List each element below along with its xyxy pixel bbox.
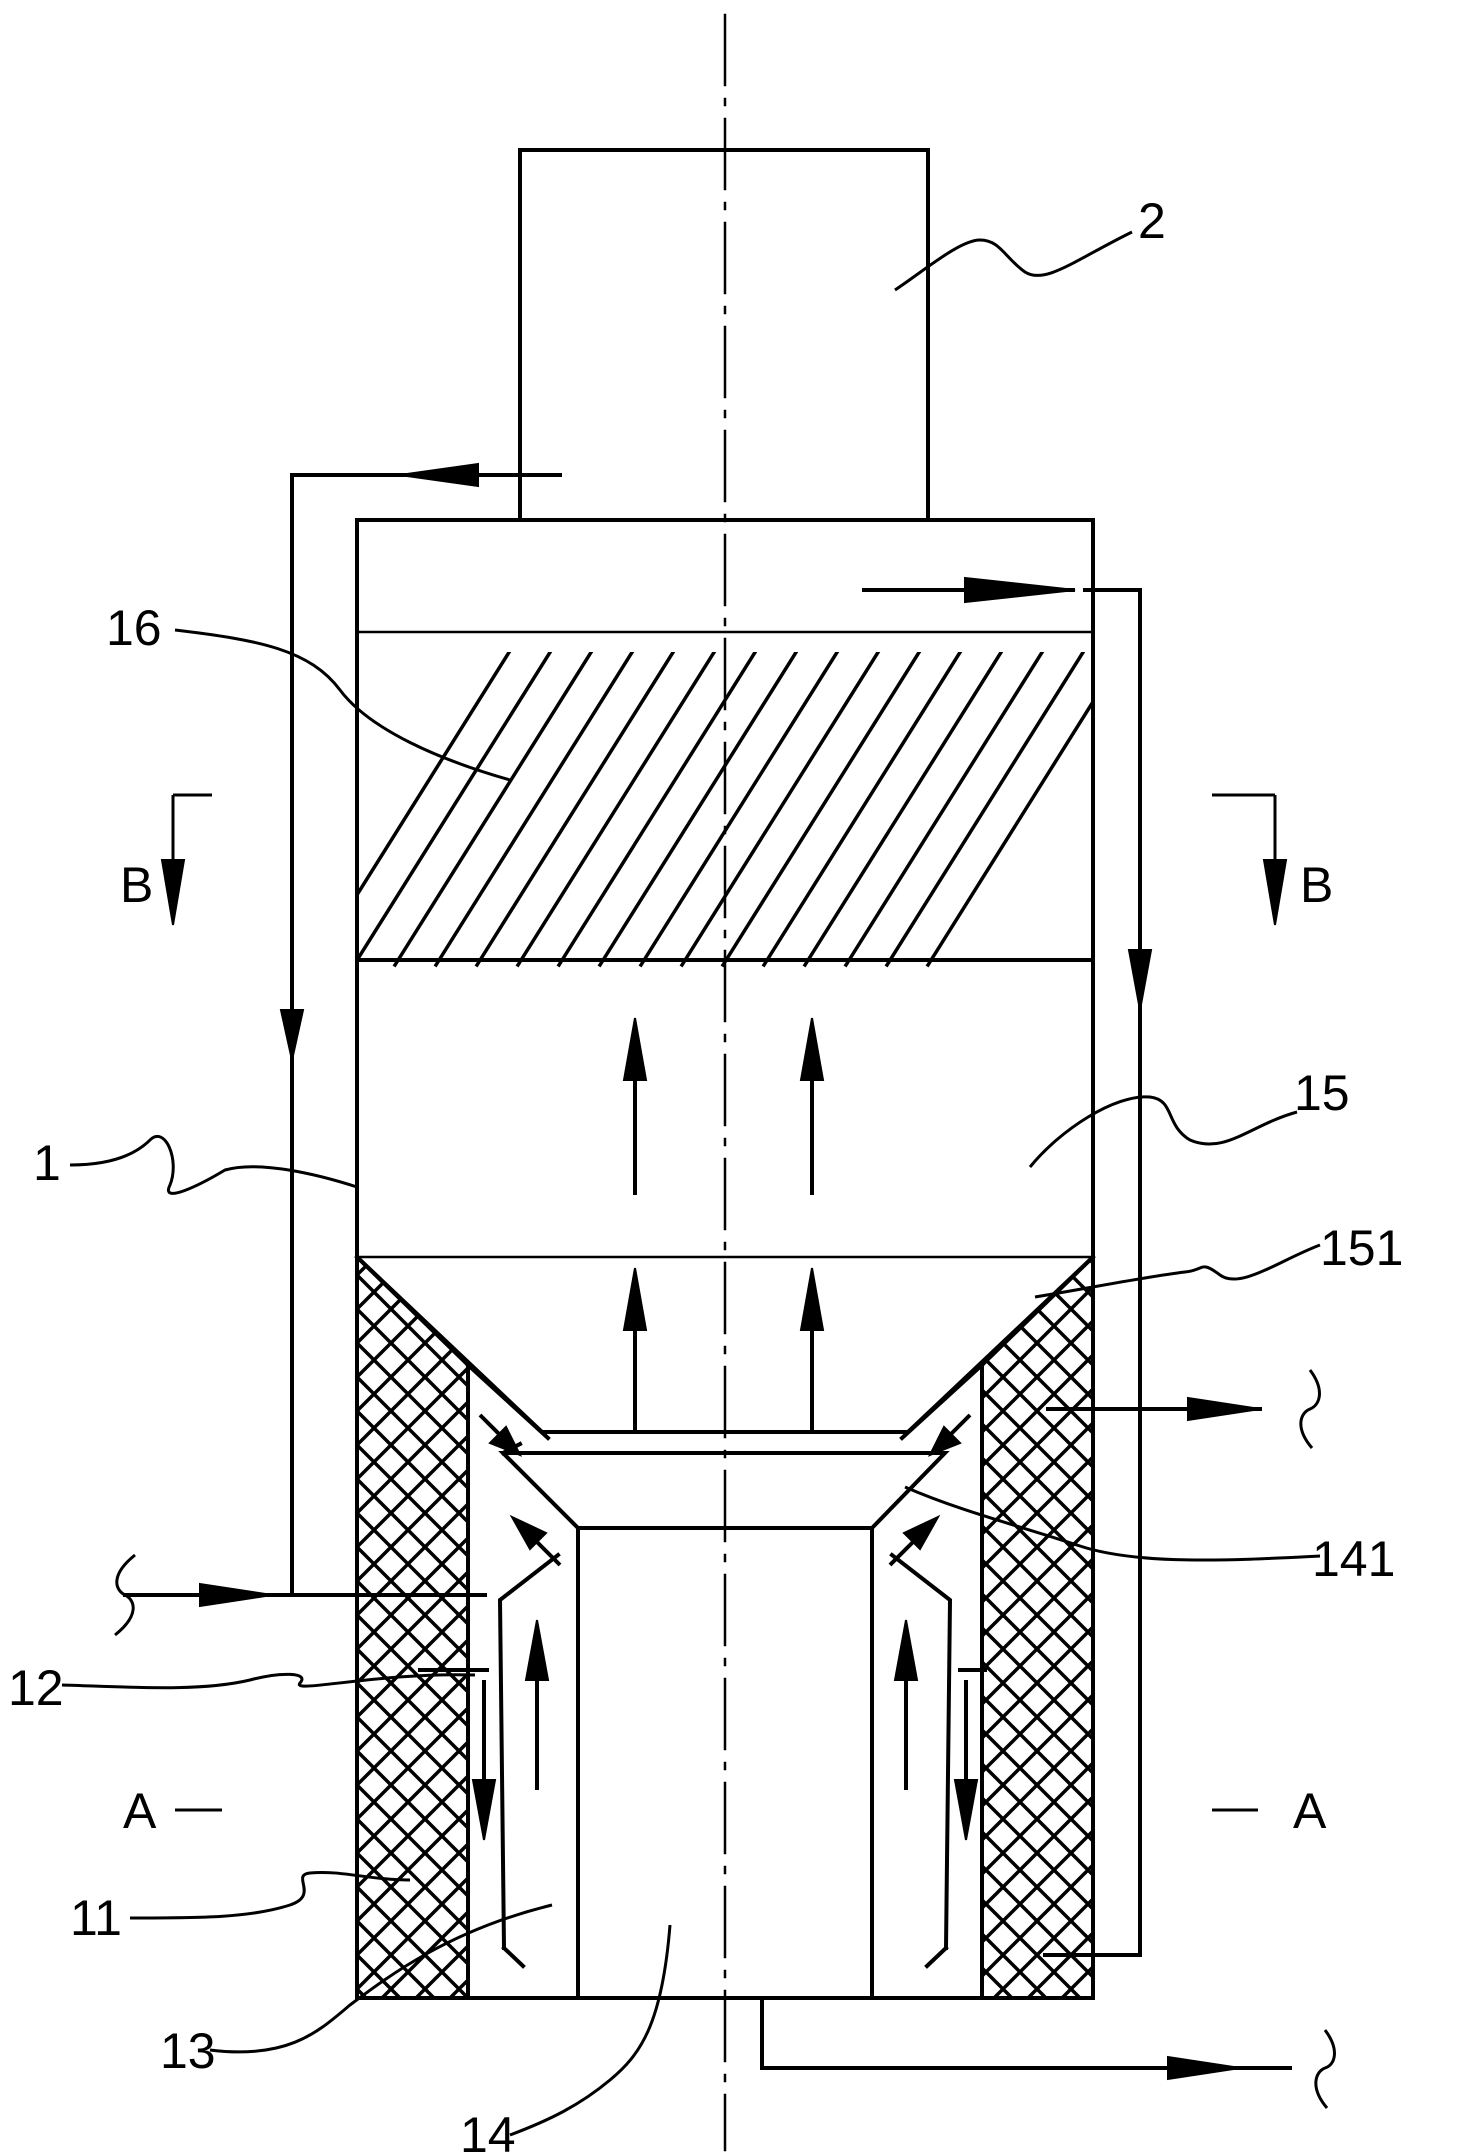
funnel-151-inner-left — [465, 1362, 551, 1441]
inner-tube-14 — [576, 1526, 874, 2000]
break-outlet-right — [1299, 1369, 1321, 1449]
baffle-left — [497, 1552, 561, 1951]
leader-16 — [174, 628, 511, 782]
leader-15 — [1028, 1095, 1298, 1168]
label-1: 1 — [33, 1135, 61, 1191]
arrow-diagonal-icon — [509, 1514, 548, 1551]
leader-1 — [69, 1135, 358, 1195]
label-11: 11 — [70, 1890, 122, 1946]
label-section-b-right: B — [1300, 857, 1333, 913]
baffle-right — [889, 1552, 953, 1951]
arrow-down-icon — [953, 1779, 979, 1841]
pipe-bottom — [760, 1996, 1292, 2070]
arrow-top-left-icon — [399, 462, 479, 488]
section-b-right-arrow-icon — [1262, 859, 1288, 926]
arrow-top-right-icon — [964, 576, 1076, 604]
leader-13 — [209, 1903, 553, 2054]
label-13: 13 — [160, 2023, 216, 2079]
label-section-a-right: A — [1293, 1783, 1327, 1839]
arrow-inlet-icon — [199, 1582, 273, 1608]
arrow-up-icon — [799, 1267, 825, 1331]
pipe-right — [1043, 588, 1142, 1957]
insulation-11-right — [980, 1252, 1095, 2000]
arrow-diagonal-icon — [927, 1425, 962, 1457]
arrow-pipe-left-down-icon — [279, 1009, 305, 1061]
break-inlet-left — [114, 1553, 136, 1637]
insulation-11-left — [355, 1252, 470, 2000]
arrow-down-icon — [471, 1779, 497, 1841]
arrow-outlet-right-icon — [1187, 1396, 1261, 1422]
arrow-pipe-right-down-icon — [1127, 949, 1153, 1011]
arrow-up-icon — [799, 1017, 825, 1081]
label-15: 15 — [1294, 1065, 1350, 1121]
filter-16-hatching — [357, 652, 1093, 968]
label-16: 16 — [106, 600, 162, 656]
arrow-outlet-bottom-icon — [1167, 2055, 1241, 2081]
arrow-diagonal-icon — [902, 1514, 941, 1551]
arrow-up-icon — [622, 1017, 648, 1081]
leader-2 — [894, 230, 1133, 292]
leader-141 — [904, 1485, 1321, 1562]
label-151: 151 — [1320, 1220, 1403, 1276]
funnel-151-inner-right — [899, 1362, 985, 1441]
label-141: 141 — [1312, 1531, 1395, 1587]
flow-arrows — [160, 462, 1288, 2081]
section-b-left-arrow-icon — [160, 859, 186, 926]
label-section-a-left: A — [123, 1783, 157, 1839]
label-12: 12 — [8, 1660, 64, 1716]
arrow-diagonal-icon — [488, 1425, 523, 1457]
label-2: 2 — [1138, 193, 1166, 249]
leader-lines — [61, 230, 1336, 2137]
leader-12 — [61, 1672, 476, 1690]
label-14: 14 — [460, 2107, 516, 2155]
label-section-b-left: B — [120, 857, 153, 913]
funnel-151 — [354, 1254, 1096, 1434]
leader-14 — [509, 1924, 672, 2137]
leader-11 — [129, 1870, 411, 1920]
leader-151 — [1034, 1243, 1321, 1299]
arrow-up-icon — [524, 1619, 550, 1681]
break-outlet-bottom — [1314, 2029, 1336, 2109]
arrow-up-icon — [622, 1267, 648, 1331]
arrow-up-icon — [893, 1619, 919, 1681]
